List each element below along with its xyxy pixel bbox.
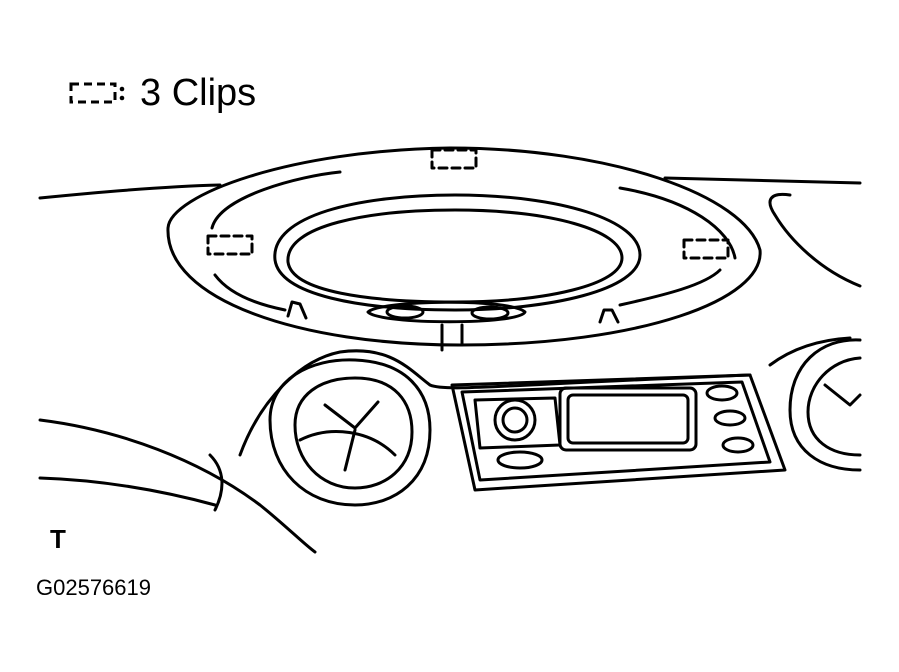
cluster-outer-bezel xyxy=(166,146,762,347)
center-display-frame xyxy=(558,386,698,452)
dashboard-top-edge-right xyxy=(663,176,862,185)
dash-left-edge xyxy=(38,476,217,507)
center-knob-ring xyxy=(501,406,529,434)
cluster-window-inner xyxy=(286,208,624,304)
cluster-ring-arc-right xyxy=(618,186,737,260)
clip-symbol-icon xyxy=(69,82,125,104)
cluster-ring-lower-left xyxy=(213,273,287,312)
left-vent-vane-3 xyxy=(343,428,357,472)
cluster-window-outer xyxy=(273,193,642,312)
center-button-3 xyxy=(721,436,755,454)
legend-label: 3 Clips xyxy=(140,71,257,114)
center-display xyxy=(566,393,690,445)
hook-left xyxy=(286,300,308,320)
cluster-lower-bar xyxy=(366,300,527,324)
center-knob-panel xyxy=(473,396,562,450)
dashboard-right-lower xyxy=(768,336,852,367)
clip-marker-top xyxy=(430,148,478,170)
left-vent-vane-1 xyxy=(323,400,380,430)
figure-code: G02576619 xyxy=(36,575,151,600)
steering-wheel-inner xyxy=(208,453,224,512)
left-vent-outer xyxy=(268,358,432,507)
center-button-bottom-left xyxy=(496,450,544,470)
clip-legend: 3 Clips xyxy=(68,70,256,116)
indicator-left xyxy=(385,304,425,320)
indicator-right xyxy=(470,305,510,321)
corner-mark: T xyxy=(50,524,66,554)
dashboard-top-edge xyxy=(38,183,222,200)
lower-dash-contour xyxy=(238,349,752,457)
center-button-2 xyxy=(713,409,747,427)
center-knob xyxy=(493,398,537,442)
clip-marker-right xyxy=(682,238,730,260)
center-button-1 xyxy=(705,384,739,402)
cluster-ring-arc-left xyxy=(210,170,342,230)
center-panel-inner xyxy=(460,380,772,482)
left-vent-vane-2 xyxy=(298,430,397,457)
dashboard-right-contour xyxy=(768,192,862,288)
right-vent-outer xyxy=(788,338,862,472)
clip-marker-left xyxy=(206,234,254,256)
left-vent-inner xyxy=(293,376,414,490)
hook-right xyxy=(598,308,620,324)
right-vent-inner xyxy=(806,356,862,457)
center-panel-outer xyxy=(450,373,787,492)
cluster-ring-lower-right xyxy=(618,268,722,307)
right-vent-vane xyxy=(823,383,862,407)
steering-wheel-rim xyxy=(38,418,317,554)
